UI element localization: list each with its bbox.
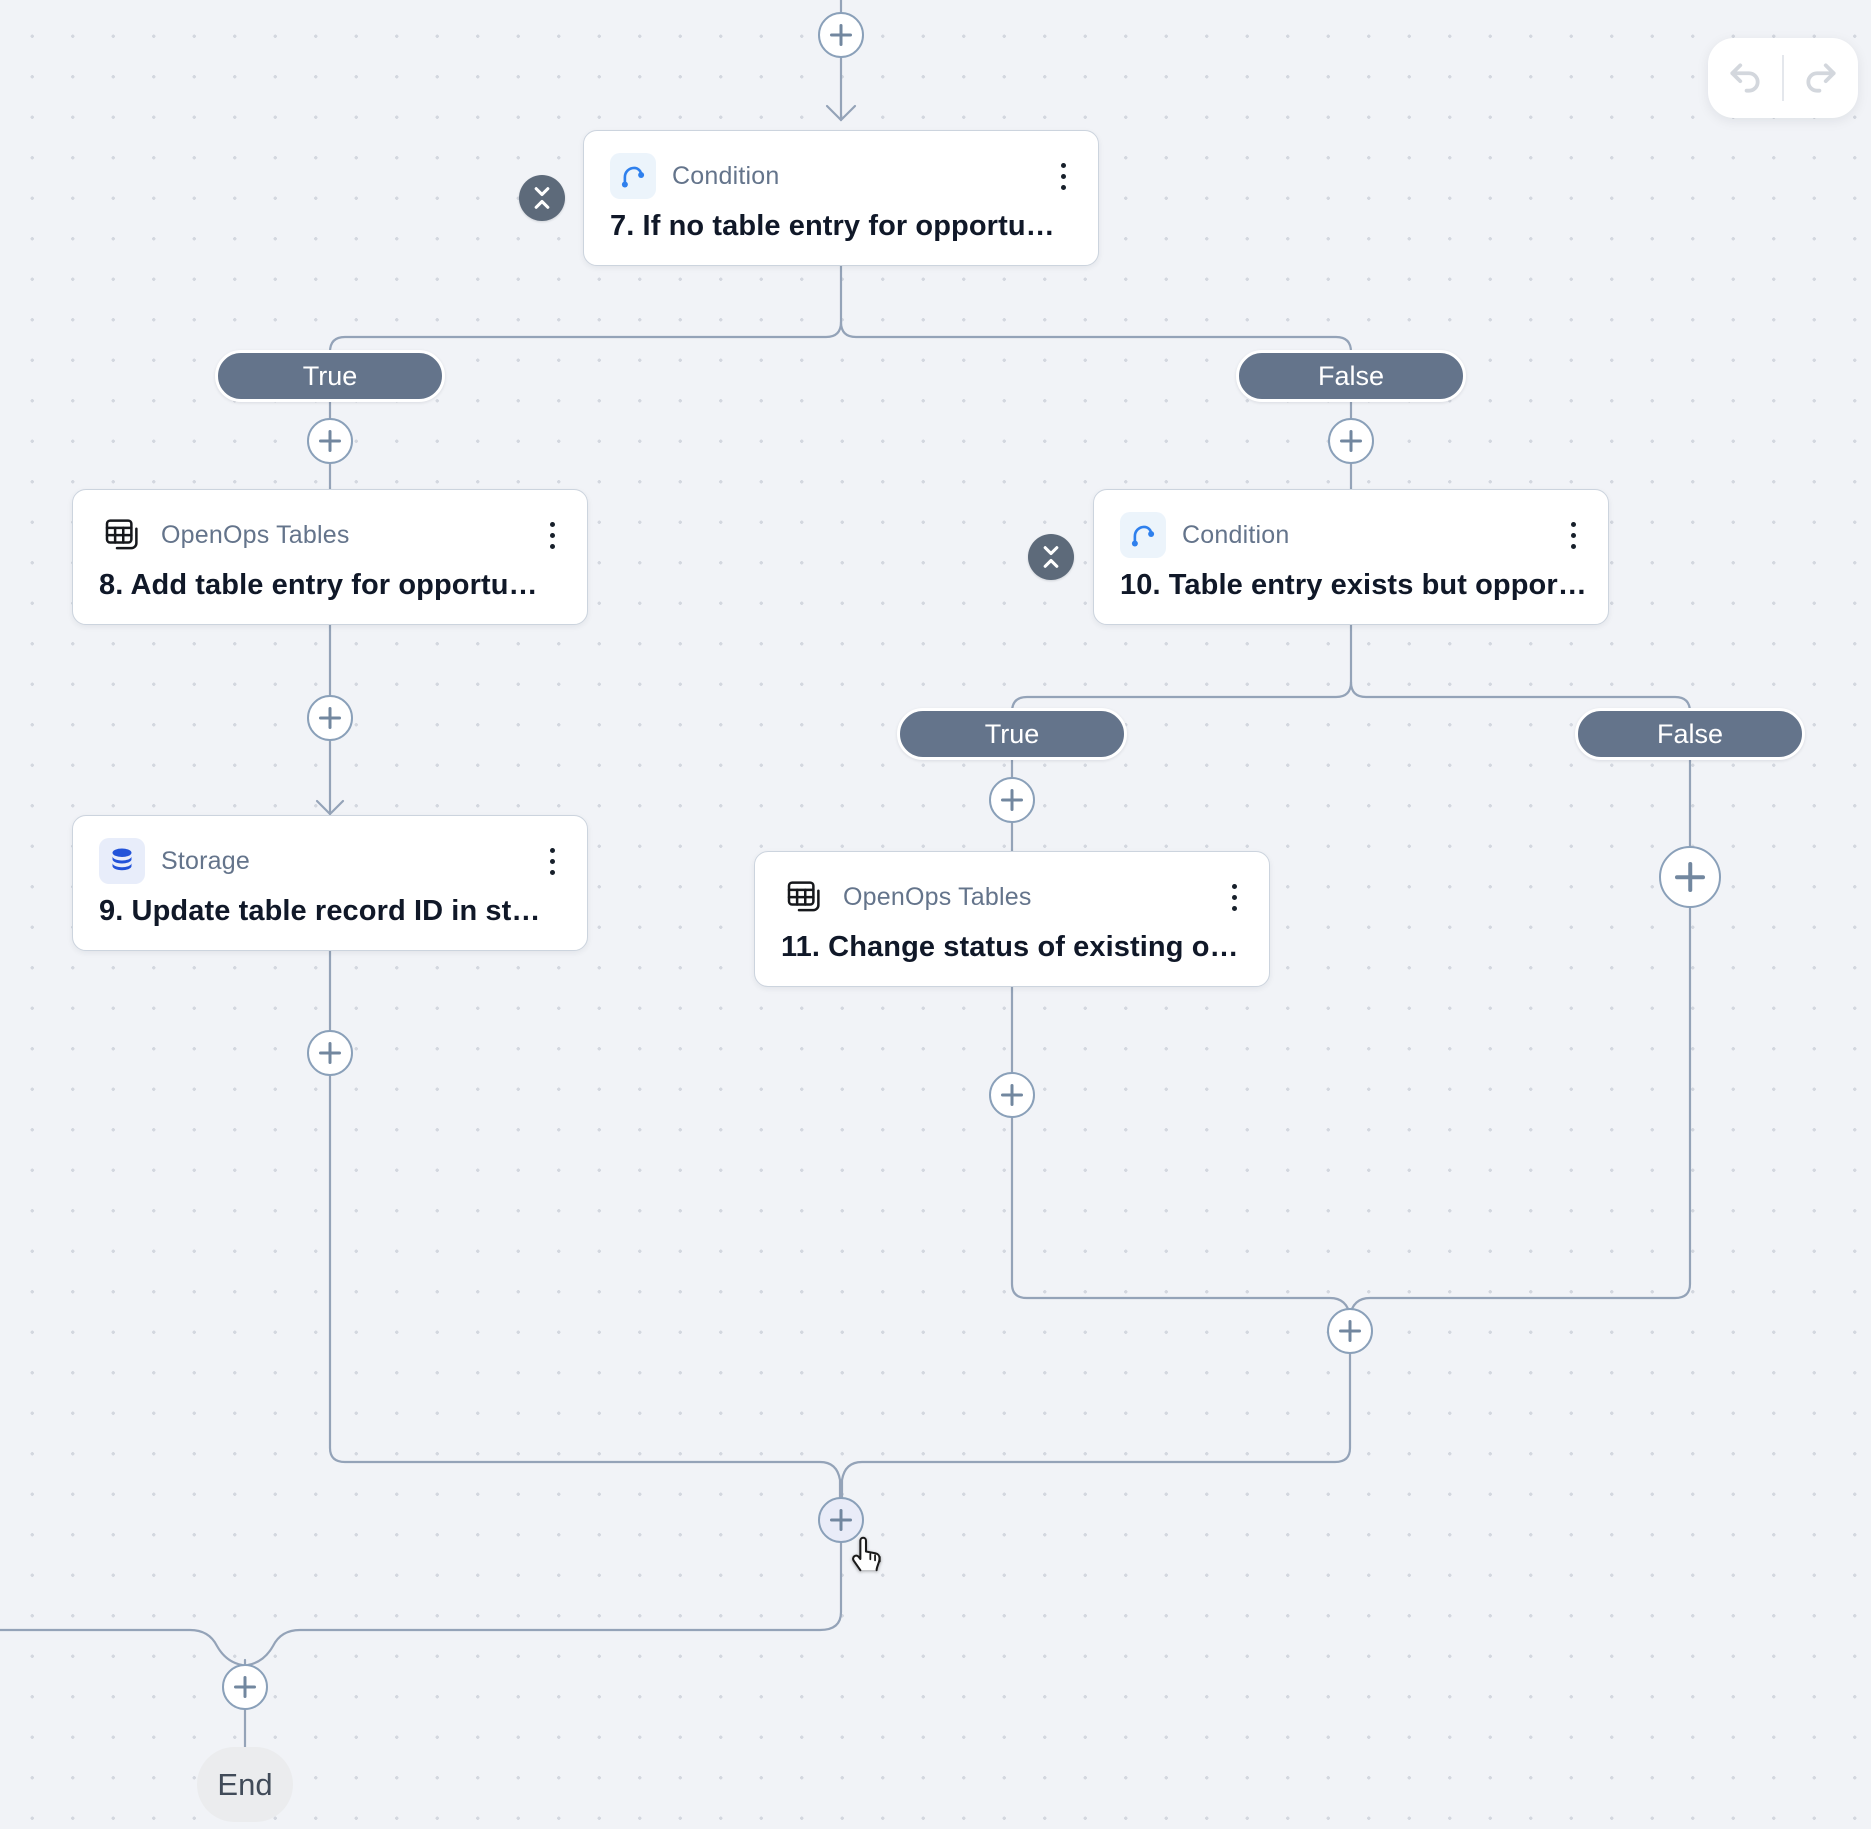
step-app-name: Storage	[161, 846, 250, 875]
condition-spline-icon	[621, 166, 645, 188]
step-app-name: OpenOps Tables	[161, 520, 350, 549]
undo-button[interactable]	[1708, 38, 1782, 118]
add-step-button-false1[interactable]	[1328, 418, 1374, 464]
end-node: End	[197, 1747, 293, 1822]
step-menu-button[interactable]	[544, 516, 561, 555]
step-app-name: OpenOps Tables	[843, 882, 1032, 911]
step-menu-button[interactable]	[544, 842, 561, 881]
openops-tables-icon-tile	[99, 512, 145, 558]
add-step-button-branch2-merge[interactable]	[1327, 1308, 1373, 1354]
step-menu-button[interactable]	[1055, 157, 1072, 196]
step-title: 9. Update table record ID in st…	[99, 895, 541, 927]
arrowhead	[825, 104, 857, 122]
branch-label-false2[interactable]: False	[1575, 708, 1805, 760]
openops-tables-icon-tile	[781, 874, 827, 920]
collapse-branch-button-n7[interactable]	[519, 175, 565, 221]
step-title: 7. If no table entry for opportu…	[610, 210, 1055, 242]
tables-stack-icon	[105, 519, 138, 550]
step-card-7-condition[interactable]: Condition 7. If no table entry for oppor…	[583, 130, 1099, 266]
branch-label-false1[interactable]: False	[1236, 350, 1466, 402]
step-title: 10. Table entry exists but oppor…	[1120, 569, 1587, 601]
step-app-name: Condition	[1182, 520, 1290, 549]
branch-label-true1[interactable]: True	[215, 350, 445, 402]
redo-icon	[1806, 63, 1836, 93]
history-toolbar	[1708, 38, 1858, 118]
toolbar-divider	[1782, 55, 1784, 101]
chevrons-down-up-icon	[1043, 546, 1059, 568]
step-card-10-condition[interactable]: Condition 10. Table entry exists but opp…	[1093, 489, 1609, 625]
storage-icon-tile	[99, 838, 145, 884]
redo-button[interactable]	[1784, 38, 1858, 118]
step-title: 11. Change status of existing o…	[781, 931, 1239, 963]
step-menu-button[interactable]	[1226, 878, 1243, 917]
add-step-button-after-n11[interactable]	[989, 1072, 1035, 1118]
database-icon	[112, 848, 132, 871]
add-step-button-after-n8[interactable]	[307, 695, 353, 741]
add-step-button-after-n9[interactable]	[307, 1030, 353, 1076]
add-step-button-true1[interactable]	[307, 418, 353, 464]
tables-stack-icon	[787, 881, 820, 912]
arrowhead	[315, 799, 345, 816]
condition-icon-tile	[610, 153, 656, 199]
step-title: 8. Add table entry for opportu…	[99, 569, 538, 601]
branch-label-true2[interactable]: True	[897, 708, 1127, 760]
condition-icon-tile	[1120, 512, 1166, 558]
condition-spline-icon	[1131, 525, 1155, 547]
add-step-button-branch1-merge[interactable]	[818, 1497, 864, 1543]
step-app-name: Condition	[672, 161, 780, 190]
mouse-cursor	[846, 1528, 888, 1579]
step-card-8-openops-tables[interactable]: OpenOps Tables 8. Add table entry for op…	[72, 489, 588, 625]
add-step-button-false2[interactable]	[1659, 846, 1721, 908]
chevrons-down-up-icon	[534, 187, 550, 209]
add-step-button-top[interactable]	[818, 12, 864, 58]
undo-icon	[1730, 63, 1760, 93]
add-step-button-before-end[interactable]	[222, 1664, 268, 1710]
collapse-branch-button-n10[interactable]	[1028, 534, 1074, 580]
step-card-9-storage[interactable]: Storage 9. Update table record ID in st…	[72, 815, 588, 951]
add-step-button-true2[interactable]	[989, 777, 1035, 823]
step-card-11-openops-tables[interactable]: OpenOps Tables 11. Change status of exis…	[754, 851, 1270, 987]
step-menu-button[interactable]	[1565, 516, 1582, 555]
